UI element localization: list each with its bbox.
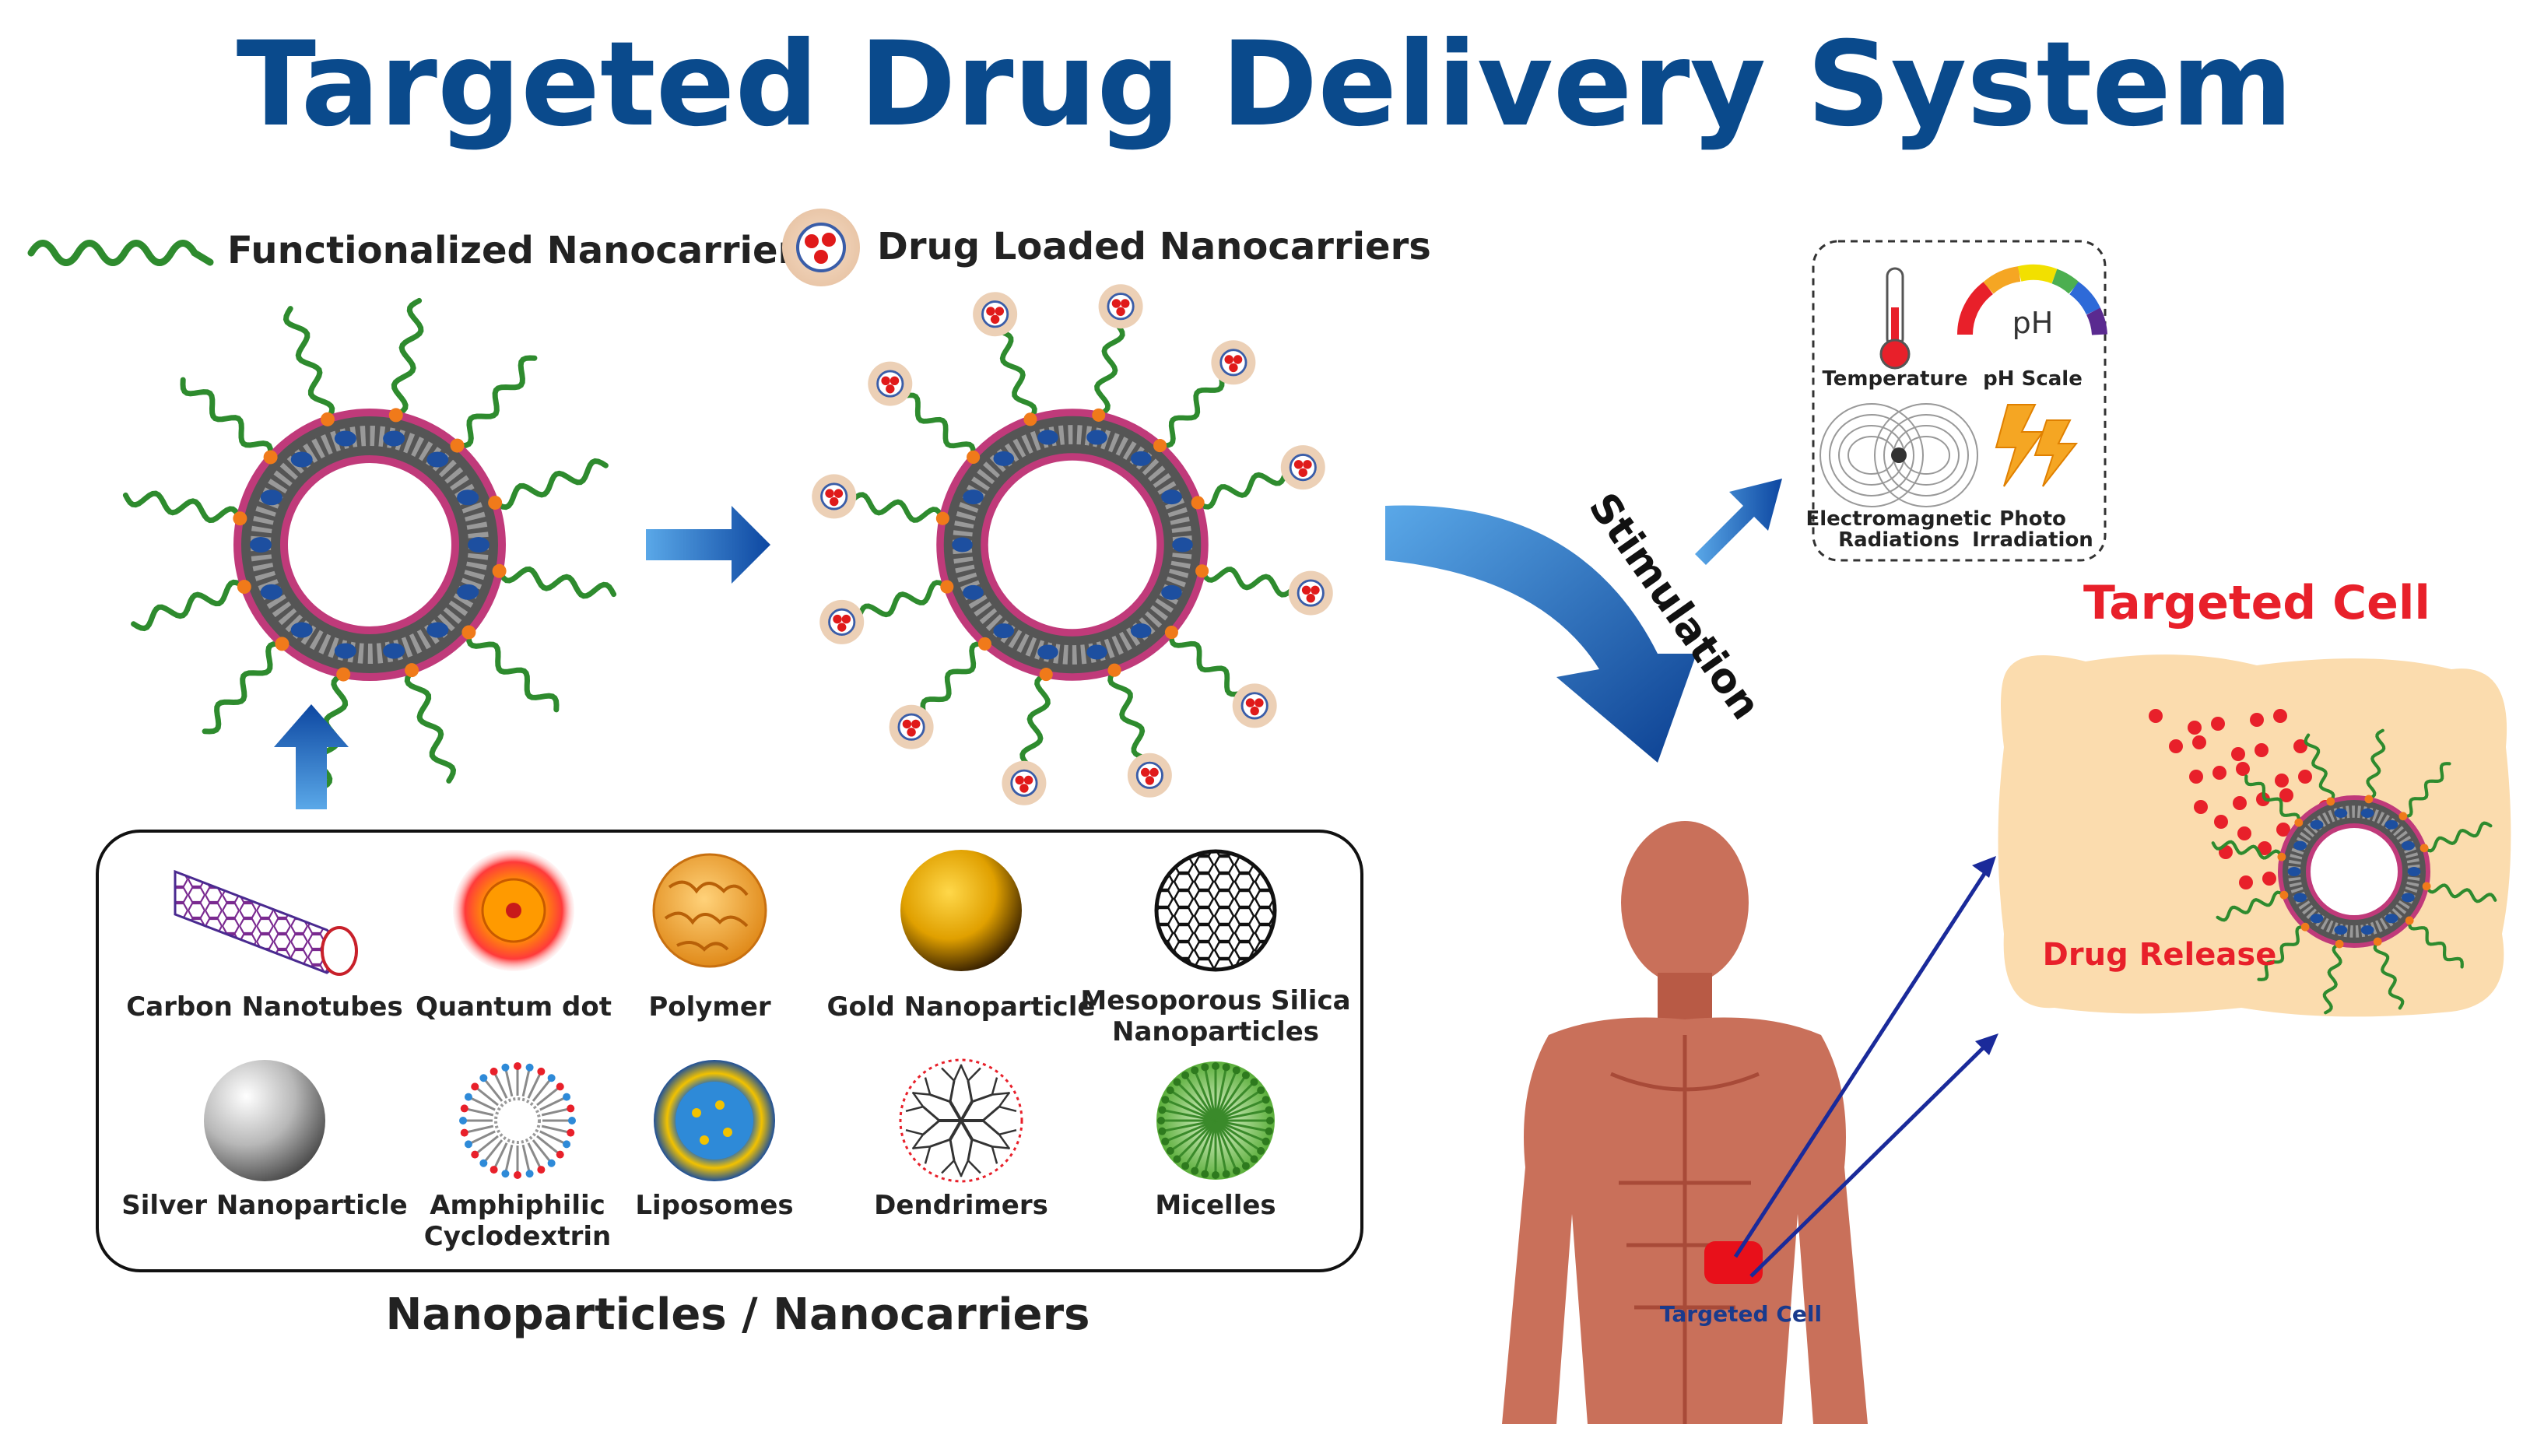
label-ph-scale: pH Scale [1983,367,2083,391]
cell-nanocarrier [2211,728,2497,1015]
legend-functionalized-label: Functionalized Nanocarriers [227,229,819,272]
right-arrow-icon [646,506,770,584]
label-amphiphilic-1: Amphiphilic [430,1190,605,1221]
label-temperature: Temperature [1822,367,1967,391]
label-micelles: Micelles [1155,1190,1276,1221]
pointer-arrows [1733,856,1998,1278]
page-title: Targeted Drug Delivery System [237,17,2293,153]
label-dendrimers: Dendrimers [874,1190,1048,1221]
label-quantum-dot: Quantum dot [416,991,612,1023]
targeted-cell-marker [1704,1241,1763,1284]
dendrimer-icon [899,1058,1023,1183]
label-carbon-nanotubes: Carbon Nanotubes [126,991,402,1023]
drug-loaded-nanocarrier [812,284,1333,805]
ph-symbol: pH [2012,306,2054,340]
thermometer-icon [1879,267,1911,370]
silver-nanoparticle-icon [204,1060,325,1181]
targeted-cell-small-label: Targeted Cell [1660,1301,1822,1327]
drug-loaded-icon [782,209,860,286]
label-photo-1: Photo [1999,507,2066,531]
green-strand-icon [27,240,214,266]
label-electromagnetic-2: Radiations [1838,528,1960,552]
nanoparticles-caption: Nanoparticles / Nanocarriers [386,1289,1090,1340]
liposome-icon [654,1060,775,1181]
label-amphiphilic-2: Cyclodextrin [424,1221,612,1252]
polymer-icon [652,853,767,968]
lightning-icon [1995,404,2079,487]
label-liposomes: Liposomes [635,1190,793,1221]
targeted-cell-title: Targeted Cell [2083,576,2430,630]
quantum-dot-icon [453,850,574,971]
label-polymer: Polymer [648,991,771,1023]
gold-nanoparticle-icon [900,850,1022,971]
human-body-illustration [1502,821,1868,1424]
label-electromagnetic-1: Electromagnetic [1806,507,1992,531]
carbon-nanotube-icon [174,869,358,976]
label-mesoporous-2: Nanoparticles [1112,1016,1319,1047]
amphiphilic-cyclodextrin-icon [459,1062,576,1179]
legend: Functionalized Nanocarriers Drug Loaded … [27,209,1431,286]
label-silver-nanoparticle: Silver Nanoparticle [121,1190,407,1221]
electromagnetic-icon [1819,403,1978,507]
nanoparticle-box [96,830,1363,1272]
legend-drug-loaded-label: Drug Loaded Nanocarriers [877,225,1431,268]
ph-gauge-icon [1957,264,2107,335]
label-photo-2: Irradiation [1972,528,2093,552]
stimuli-arrow-icon [1695,479,1782,565]
drug-release-label: Drug Release [2043,937,2277,973]
functionalized-nanocarrier [122,297,617,792]
label-mesoporous-1: Mesoporous Silica [1080,985,1350,1016]
curved-arrow-icon [1385,505,1697,763]
mesoporous-silica-icon [1154,849,1277,972]
up-arrow-icon [274,704,349,809]
label-gold-nanoparticle: Gold Nanoparticle [827,991,1096,1023]
micelle-icon [1156,1061,1275,1180]
